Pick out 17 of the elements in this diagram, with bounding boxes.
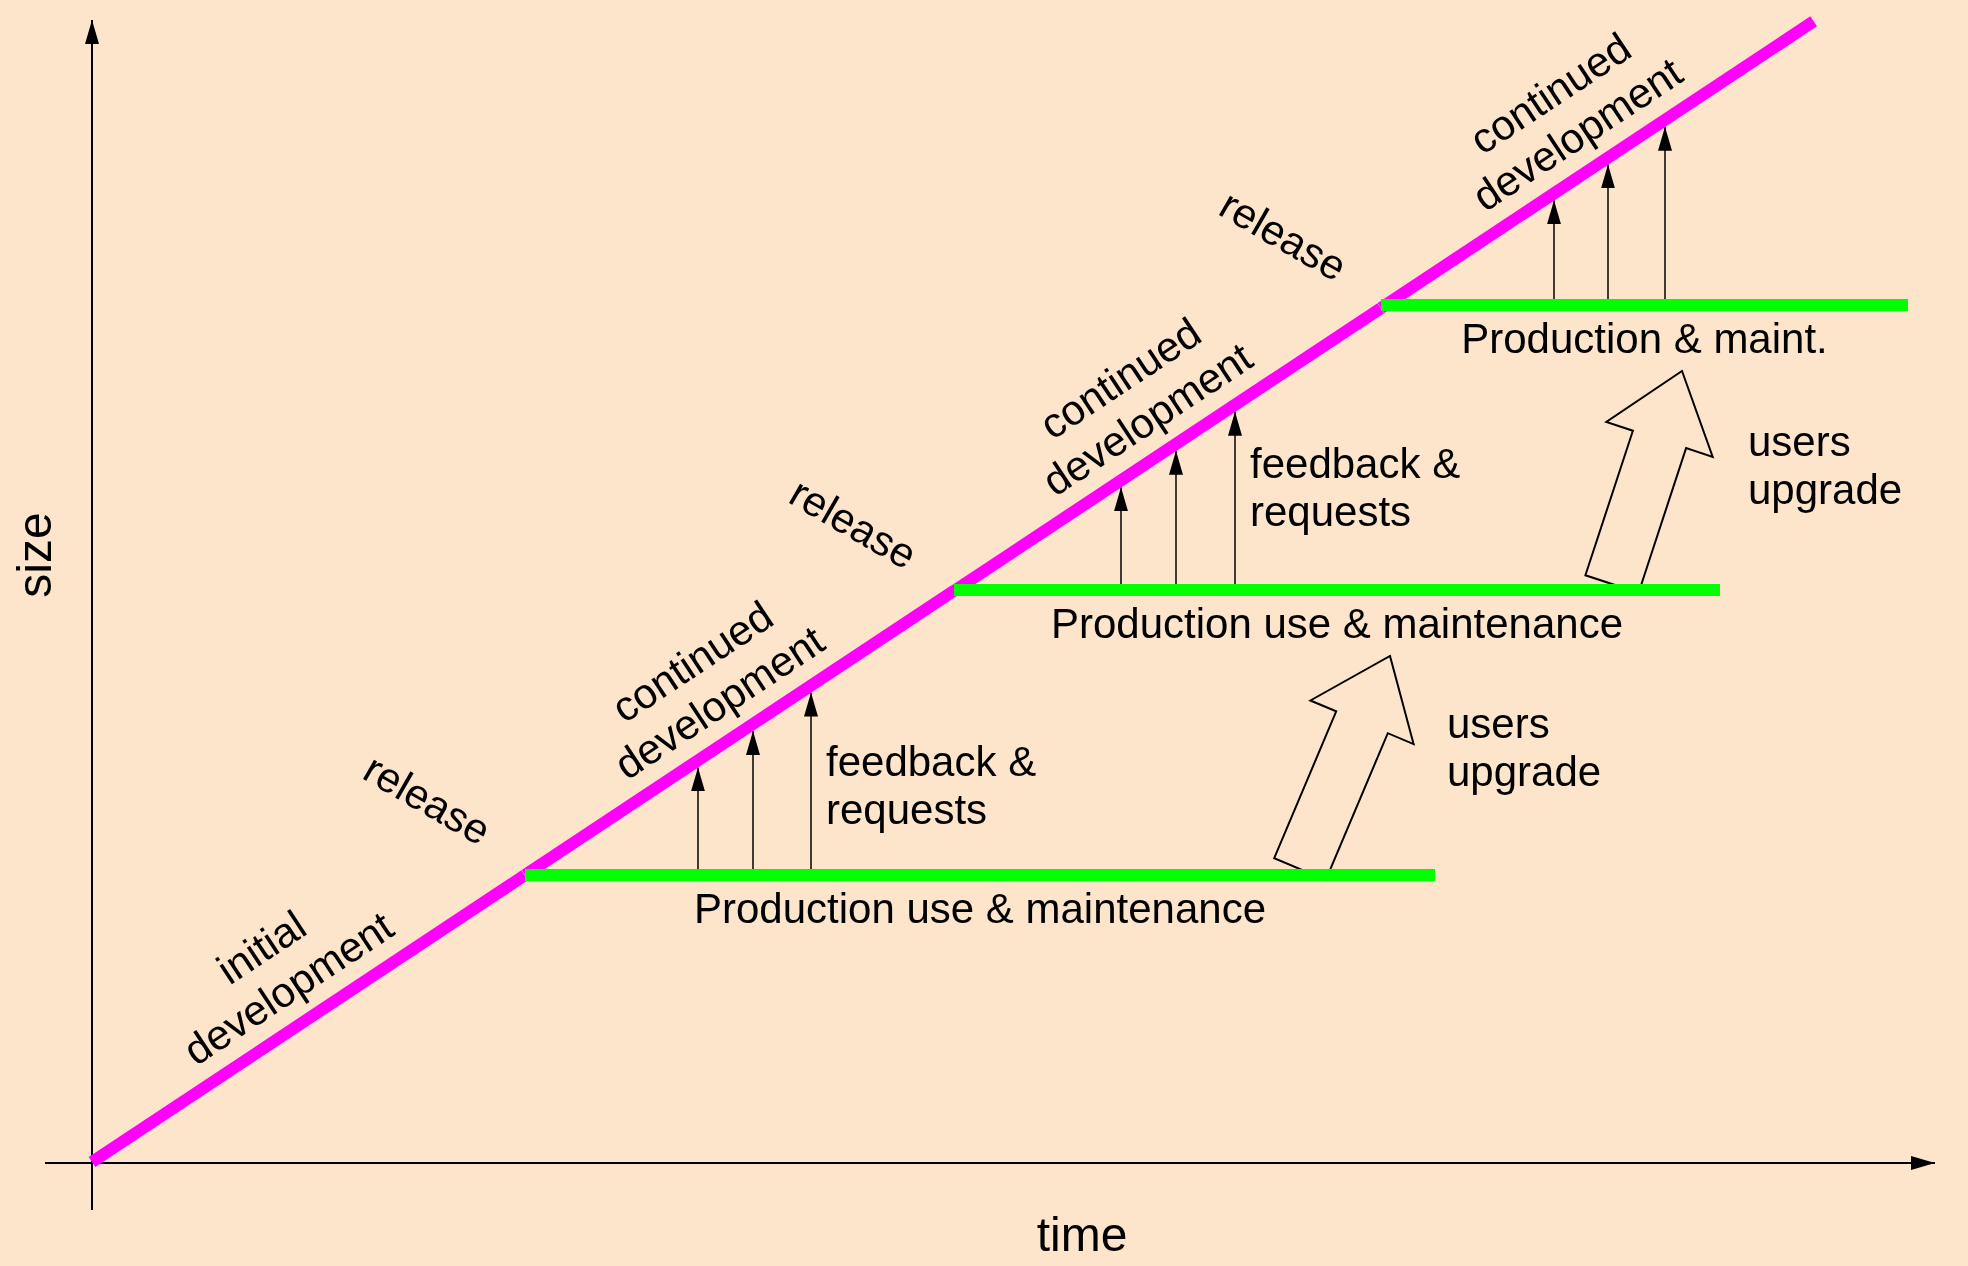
arrow xyxy=(1547,199,1561,300)
phase-label: Production use & maintenance xyxy=(1051,600,1623,649)
edge-label: feedback & requests xyxy=(826,738,1038,835)
edge-label: users upgrade xyxy=(1447,700,1603,797)
axis-title: size xyxy=(7,512,63,598)
arrow xyxy=(1658,126,1672,300)
arrow xyxy=(1169,450,1183,585)
arrow xyxy=(1228,410,1242,585)
arrow xyxy=(1601,163,1615,300)
arrow xyxy=(1114,486,1128,585)
axis-title: time xyxy=(1036,1207,1128,1263)
phase-label: Production use & maintenance xyxy=(694,885,1266,934)
arrow xyxy=(804,691,818,870)
arrow xyxy=(746,730,760,870)
arrow xyxy=(691,766,705,870)
edge-label: users upgrade xyxy=(1748,418,1904,515)
phase-label: Production & maint. xyxy=(1461,315,1828,364)
